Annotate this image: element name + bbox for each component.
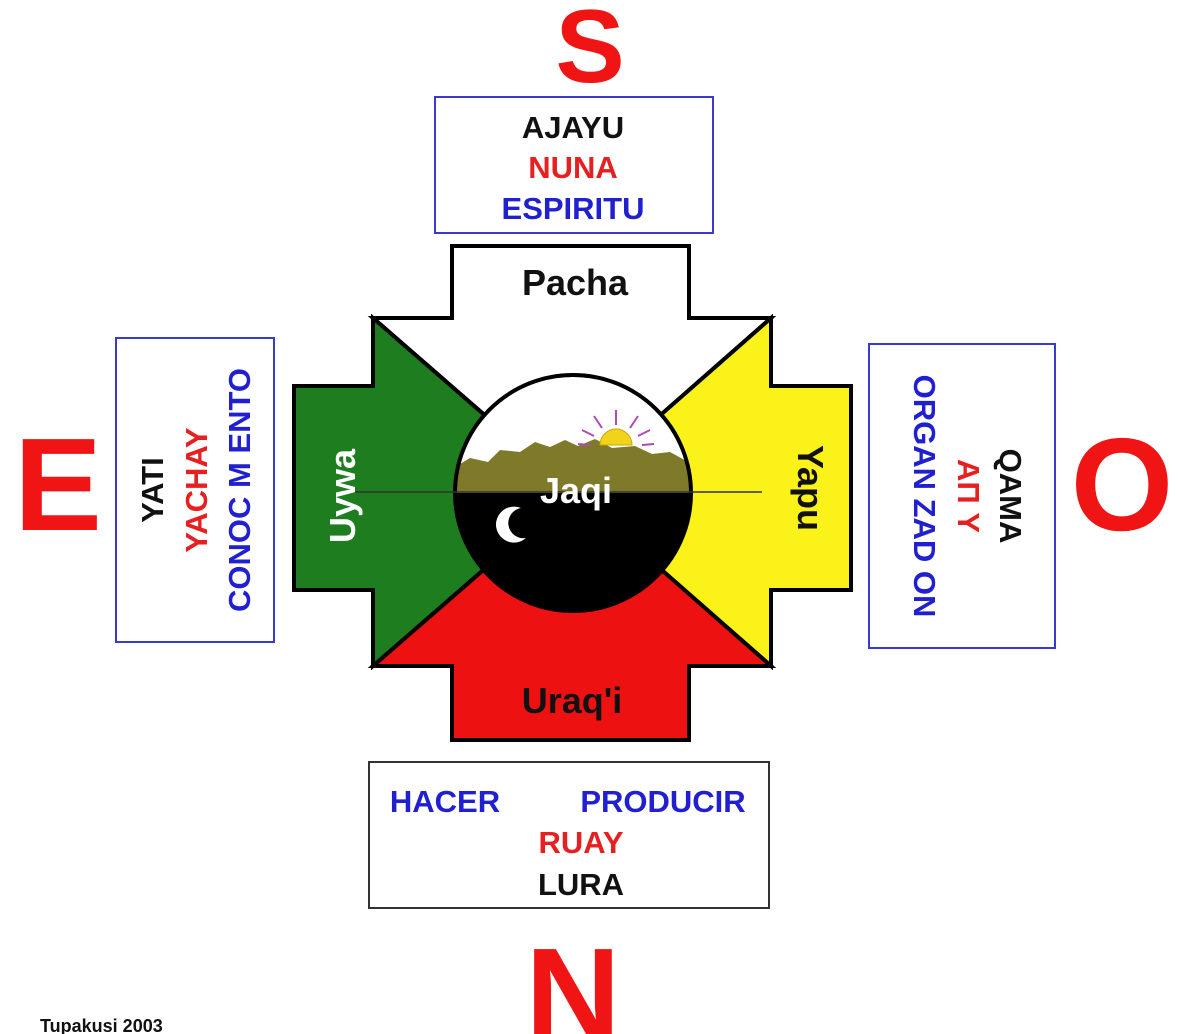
right-box-line-2: AΠ Y (951, 459, 986, 533)
jaqi-circle (453, 373, 693, 613)
direction-east: E (14, 411, 102, 558)
left-box-line-2: YACHAY (179, 427, 214, 553)
top-box-line-2: NUNA (528, 150, 618, 185)
right-box-line-1: QAMA (993, 449, 1028, 544)
zone-label-jaqi: Jaqi (540, 470, 612, 511)
right-box-line-3: ORGAN ZAD ON (907, 375, 942, 618)
direction-west: O (1071, 411, 1174, 558)
zone-label-yapu: Yapu (790, 445, 831, 531)
top-box-line-1: AJAYU (522, 110, 624, 145)
bottom-box (368, 761, 770, 909)
bottom-box-line-ruay: RUAY (539, 825, 624, 860)
zone-label-uraqi: Uraq'i (522, 680, 623, 721)
bottom-box-word-hacer: HACER (390, 784, 500, 819)
zone-label-uywa: Uywa (322, 448, 363, 543)
sun-icon (577, 410, 655, 446)
credit-text: Tupakusi 2003 (40, 1016, 163, 1034)
mountain-silhouette (455, 439, 691, 493)
left-box-line-3: CONOC M ENTO (222, 368, 257, 612)
left-box (115, 337, 275, 643)
top-box (434, 96, 714, 234)
direction-south: S (555, 0, 624, 105)
zone-label-pacha: Pacha (522, 262, 629, 303)
left-box-line-1: YATI (135, 457, 170, 522)
right-box (868, 343, 1056, 649)
bottom-box-line-lura: LURA (538, 867, 624, 902)
direction-north: N (525, 921, 620, 1034)
top-box-line-3: ESPIRITU (502, 191, 645, 226)
moon-icon (496, 506, 526, 543)
bottom-box-word-producir: PRODUCIR (580, 784, 745, 819)
